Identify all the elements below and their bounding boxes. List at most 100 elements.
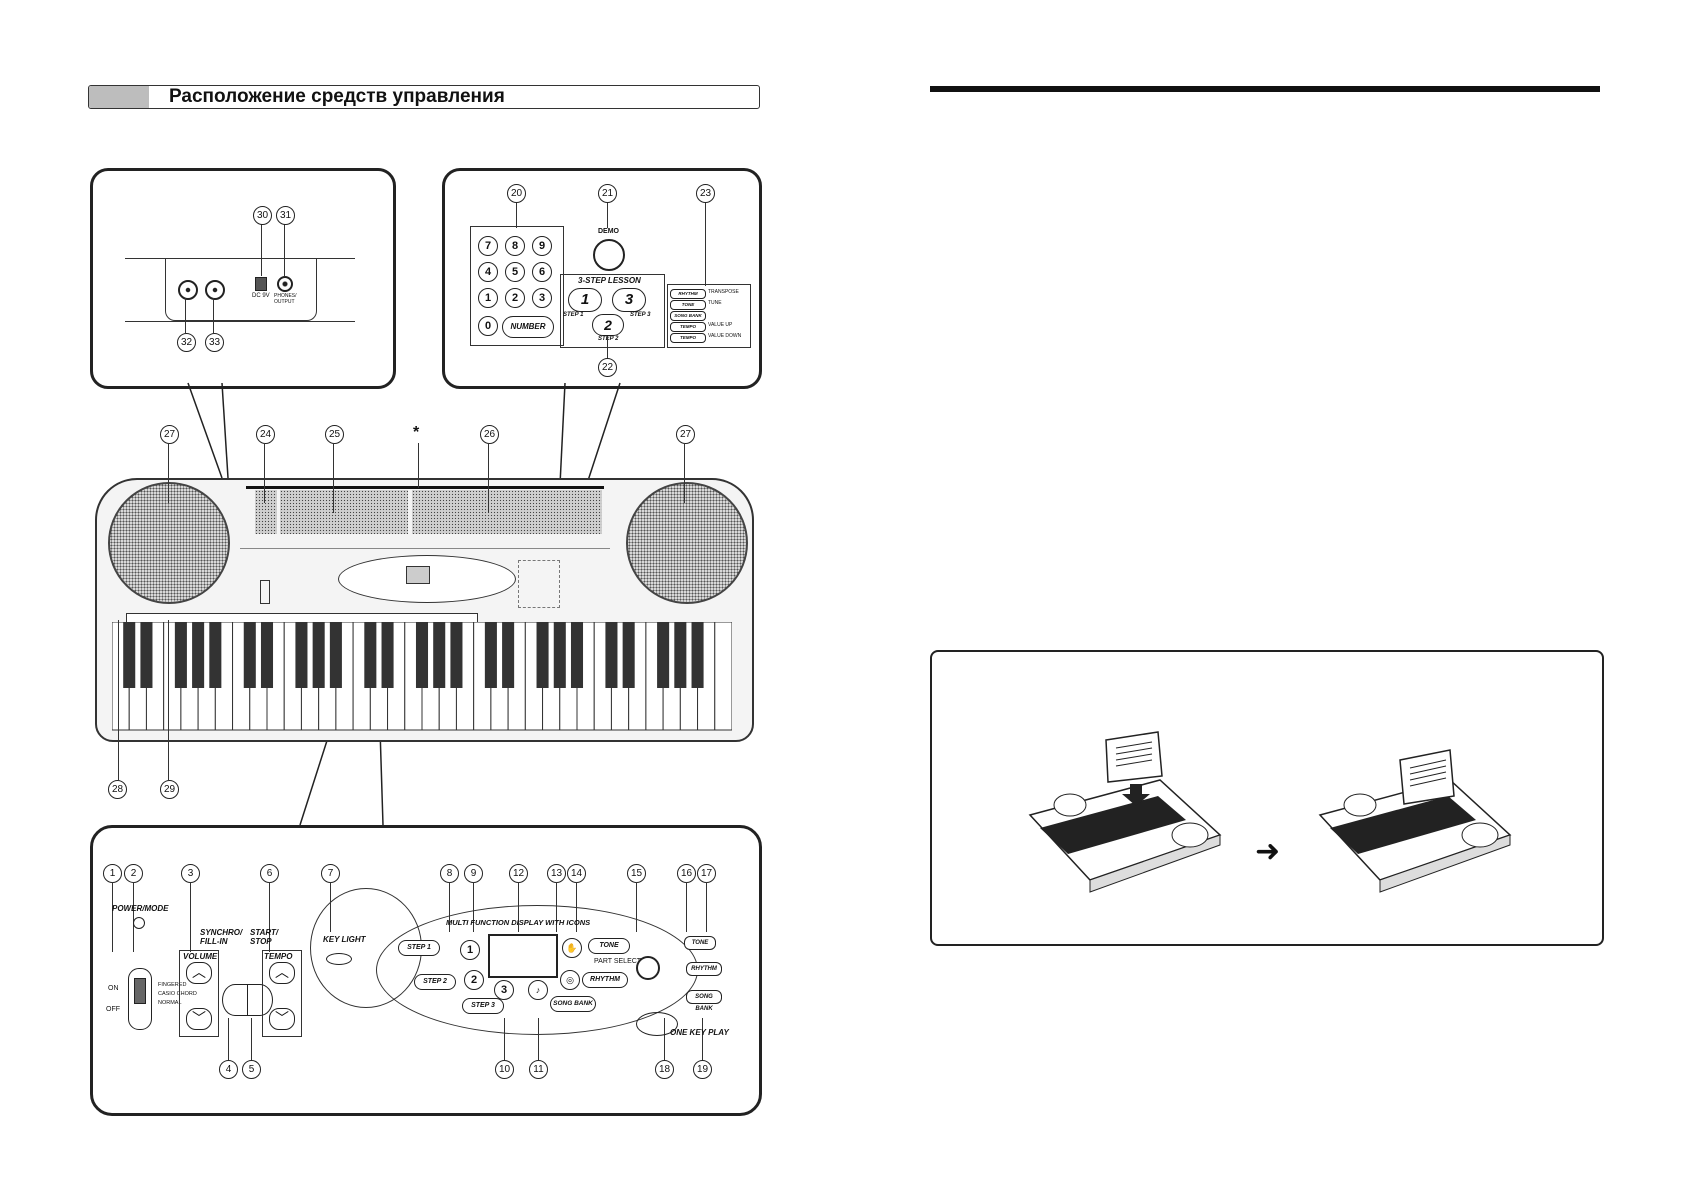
one-key-play-button[interactable]: [636, 1012, 678, 1036]
keypad-8-button[interactable]: 8: [505, 236, 525, 256]
lesson-2-button[interactable]: 2: [464, 970, 484, 990]
mode-button-4[interactable]: TEMPO: [670, 333, 706, 343]
music-stand-illustration: [1028, 731, 1512, 893]
volume-up-button[interactable]: ︿: [186, 962, 212, 984]
step1-button-front[interactable]: STEP 1: [398, 940, 440, 956]
display-panel-24: [255, 490, 277, 534]
mode-button-3[interactable]: TEMPO: [670, 322, 706, 332]
drum-icon[interactable]: ◎: [560, 970, 580, 990]
song-icon[interactable]: ♪: [528, 980, 548, 1000]
number-button[interactable]: NUMBER: [502, 316, 554, 338]
leader-line: [504, 1018, 505, 1060]
black-key: [691, 622, 704, 688]
callout-30: 30: [253, 206, 272, 225]
volume-down-button[interactable]: ﹀: [186, 1008, 212, 1030]
tone-button-front[interactable]: TONE: [588, 938, 630, 954]
leader-line: [251, 1018, 252, 1060]
callout-32: 32: [177, 333, 196, 352]
keypad-4-button[interactable]: 4: [478, 262, 498, 282]
leader-line: [488, 443, 489, 513]
mode-value-label-0: TRANSPOSE: [708, 289, 739, 295]
rear-jacks-panel: [90, 168, 396, 389]
tempo-frame: [262, 950, 302, 1037]
start-stop-button[interactable]: [247, 984, 273, 1016]
one-key-play-label: ONE KEY PLAY: [670, 1028, 729, 1037]
rhythm-button-right[interactable]: RHYTHM: [686, 962, 722, 976]
callout-5: 5: [242, 1060, 261, 1079]
callout-31: 31: [276, 206, 295, 225]
part-select-button[interactable]: [636, 956, 660, 980]
callout-21: 21: [598, 184, 617, 203]
callout-26: 26: [480, 425, 499, 444]
callout-18: 18: [655, 1060, 674, 1079]
leader-line: [607, 200, 608, 228]
mode-button-2[interactable]: SONG BANK: [670, 311, 706, 321]
demo-button[interactable]: [593, 239, 625, 271]
step3-button[interactable]: 3: [612, 288, 646, 312]
keypad-6-button[interactable]: 6: [532, 262, 552, 282]
leader-line: [333, 443, 334, 513]
keypad-9-button[interactable]: 9: [532, 236, 552, 256]
step2-button[interactable]: 2: [592, 314, 624, 336]
leader-line: [702, 1018, 703, 1060]
keypad-0-button[interactable]: 0: [478, 316, 498, 336]
leader-line: [133, 882, 134, 952]
black-key: [450, 622, 463, 688]
leader-line: [228, 1018, 229, 1060]
callout-12: 12: [509, 864, 528, 883]
keypad-lesson-panel: [442, 168, 762, 389]
leader-line: [449, 882, 450, 932]
lesson-1-button[interactable]: 1: [460, 940, 480, 960]
mode-button-1[interactable]: TONE: [670, 300, 706, 310]
leader-line: [418, 443, 419, 488]
song-bank-button-right[interactable]: SONG BANK: [686, 990, 722, 1012]
callout-9: 9: [464, 864, 483, 883]
callout-7: 7: [321, 864, 340, 883]
normal-label: NORMAL: [158, 1000, 182, 1006]
fingered-label: FINGERED: [158, 982, 187, 988]
casio-chord-label: CASIO CHORD: [158, 991, 197, 997]
white-key: [714, 622, 732, 731]
step1-digit: 1: [580, 291, 590, 308]
lesson-3-button[interactable]: 3: [494, 980, 514, 1000]
black-key: [502, 622, 515, 688]
keypad-1-button[interactable]: 1: [478, 288, 498, 308]
step3-button-front[interactable]: STEP 3: [462, 998, 504, 1014]
key-light-button[interactable]: [326, 953, 352, 965]
song-bank-button-front[interactable]: SONG BANK: [550, 996, 596, 1012]
arrow-right-icon: ➜: [1255, 835, 1281, 868]
lesson-title: 3-STEP LESSON: [578, 276, 641, 285]
keypad-3-button[interactable]: 3: [532, 288, 552, 308]
black-key: [329, 622, 342, 688]
black-key: [209, 622, 222, 688]
rear-panel-edge: [125, 258, 355, 322]
callout-28: 28: [108, 780, 127, 799]
tempo-down-button[interactable]: ﹀: [269, 1008, 295, 1030]
section-title-bar: Расположение средств управления: [88, 85, 760, 109]
callout-23: 23: [696, 184, 715, 203]
modes-frame: [667, 284, 751, 348]
power-mode-button[interactable]: [133, 917, 145, 929]
mode-button-0[interactable]: RHYTHM: [670, 289, 706, 299]
keypad-frame: [470, 226, 564, 346]
leader-line: [705, 200, 706, 286]
tone-button-right[interactable]: TONE: [684, 936, 716, 950]
black-key: [536, 622, 549, 688]
keypad-5-button[interactable]: 5: [505, 262, 525, 282]
step1-button[interactable]: 1: [568, 288, 602, 312]
step2-button-front[interactable]: STEP 2: [414, 974, 456, 990]
leader-line: [686, 882, 687, 932]
callout-29: 29: [160, 780, 179, 799]
black-key: [123, 622, 136, 688]
step2-digit: 2: [604, 317, 612, 333]
hand-icon[interactable]: ✋: [562, 938, 582, 958]
leader-line: [473, 882, 474, 932]
center-lcd: [406, 566, 430, 584]
keypad-7-button[interactable]: 7: [478, 236, 498, 256]
leader-line: [538, 1018, 539, 1060]
synchro-button[interactable]: [222, 984, 248, 1016]
keyboard-after-icon: [1318, 749, 1512, 893]
keypad-2-button[interactable]: 2: [505, 288, 525, 308]
rhythm-button-front[interactable]: RHYTHM: [582, 972, 628, 988]
tempo-up-button[interactable]: ︿: [269, 962, 295, 984]
